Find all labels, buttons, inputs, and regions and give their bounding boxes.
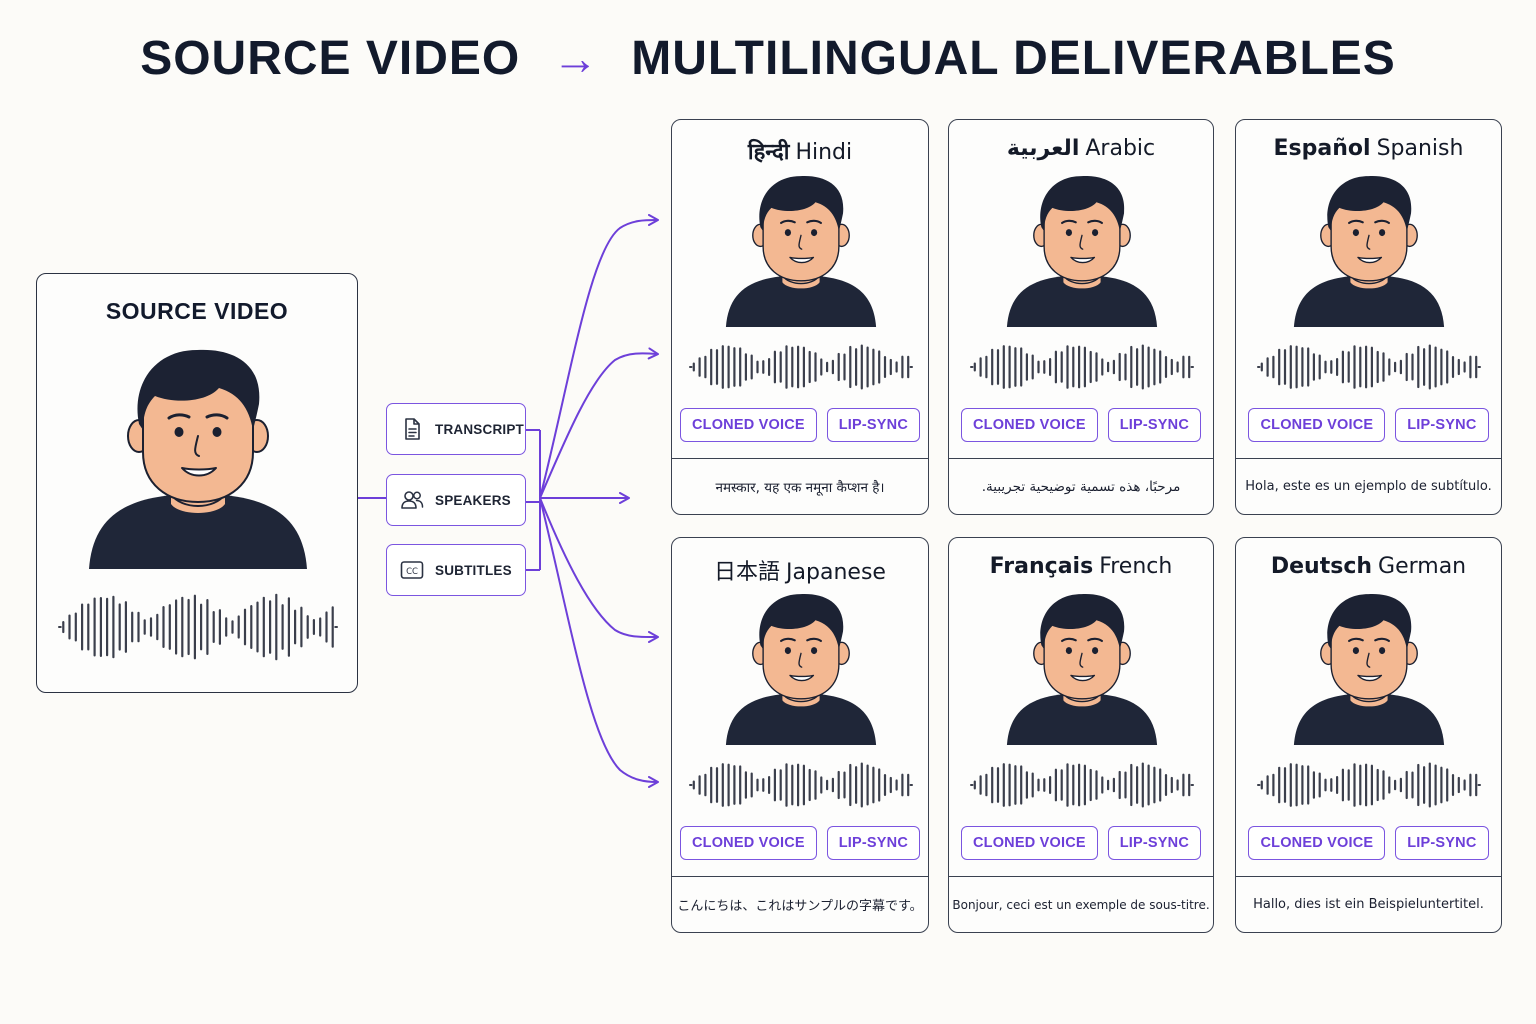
feature-badges: CLONED VOICE LIP-SYNC [672,408,928,442]
cloned-voice-badge: CLONED VOICE [679,826,817,860]
page-title: SOURCE VIDEO → MULTILINGUAL DELIVERABLES [0,28,1536,88]
lip-sync-badge: LIP-SYNC [1107,408,1202,442]
subtitle-text: こんにちは、これはサンプルの字幕です。 [672,876,928,932]
cloned-voice-badge: CLONED VOICE [960,826,1098,860]
audio-waveform-icon [970,344,1194,390]
lip-sync-badge: LIP-SYNC [826,826,921,860]
audio-waveform-icon [1257,762,1481,808]
branch-japanese [539,497,659,644]
chip-label: TRANSCRIPT [435,421,524,437]
cloned-voice-badge: CLONED VOICE [1248,826,1386,860]
language-english-name: Arabic [1085,136,1156,161]
person-portrait-icon [1006,176,1158,327]
person-portrait-icon [89,349,307,569]
audio-waveform-icon [689,344,913,390]
language-english-name: French [1099,554,1173,579]
person-portrait-icon [725,176,877,327]
cloned-voice-badge: CLONED VOICE [960,408,1098,442]
language-card-hindi: हिन्दीHindi CLONED VOICE LIP-SYNC नमस्का… [671,119,929,515]
title-source: SOURCE VIDEO [140,31,521,85]
audio-waveform-icon [58,593,338,661]
subtitle-text: नमस्कार, यह एक नमूना कैप्शन है। [672,458,928,514]
audio-waveform-icon [1257,344,1481,390]
people-icon [401,491,424,509]
language-native-name: हिन्दी [747,140,790,165]
feature-badges: CLONED VOICE LIP-SYNC [949,408,1213,442]
branch-french [539,497,659,788]
language-english-name: Japanese [786,560,886,585]
branch-arabic [539,347,659,499]
subtitle-text: Hola, este es un ejemplo de subtítulo. [1236,458,1501,514]
language-native-name: Deutsch [1270,554,1373,579]
language-native-name: Français [989,554,1094,579]
person-portrait-icon [1293,594,1445,745]
title-deliverables: MULTILINGUAL DELIVERABLES [631,31,1396,85]
cloned-voice-badge: CLONED VOICE [1248,408,1386,442]
person-portrait-icon [1293,176,1445,327]
feature-badges: CLONED VOICE LIP-SYNC [1236,826,1501,860]
lip-sync-badge: LIP-SYNC [1107,826,1202,860]
person-portrait-icon [725,594,877,745]
lip-sync-badge: LIP-SYNC [1395,826,1489,860]
language-english-name: German [1378,554,1467,579]
cloned-voice-badge: CLONED VOICE [679,408,817,442]
audio-waveform-icon [689,762,913,808]
language-english-name: Spanish [1376,136,1464,161]
closed-captions-icon: CC [400,561,424,579]
language-english-name: Hindi [795,140,853,165]
chip-bracket-line [526,429,541,571]
feature-badges: CLONED VOICE LIP-SYNC [1236,408,1501,442]
language-native-name: Español [1273,136,1371,161]
feature-badges: CLONED VOICE LIP-SYNC [672,826,928,860]
chip-label: SUBTITLES [435,562,512,578]
audio-waveform-icon [970,762,1194,808]
person-portrait-icon [1006,594,1158,745]
speakers-chip[interactable]: SPEAKERS [386,474,526,526]
document-icon [405,418,420,440]
language-native-name: العربية [1006,136,1080,161]
subtitles-chip[interactable]: CC SUBTITLES [386,544,526,596]
language-header: हिन्दीHindi [672,136,928,166]
branch-hindi [539,214,659,499]
lip-sync-badge: LIP-SYNC [826,408,921,442]
subtitle-text: Bonjour, ceci est un exemple de sous-tit… [949,876,1213,932]
language-native-name: 日本語 [714,560,781,585]
source-title: SOURCE VIDEO [105,298,289,324]
title-arrow-icon: → [552,32,600,84]
chip-label: SPEAKERS [435,492,511,508]
svg-text:CC: CC [406,567,418,577]
subtitle-text: Hallo, dies ist ein Beispieluntertitel. [1236,876,1501,932]
feature-badges: CLONED VOICE LIP-SYNC [949,826,1213,860]
transcript-chip[interactable]: TRANSCRIPT [386,403,526,455]
lip-sync-badge: LIP-SYNC [1395,408,1489,442]
subtitle-text: مرحبًا، هذه تسمية توضيحية تجريبية. [949,458,1213,514]
source-video-card: SOURCE VIDEO [36,273,358,693]
